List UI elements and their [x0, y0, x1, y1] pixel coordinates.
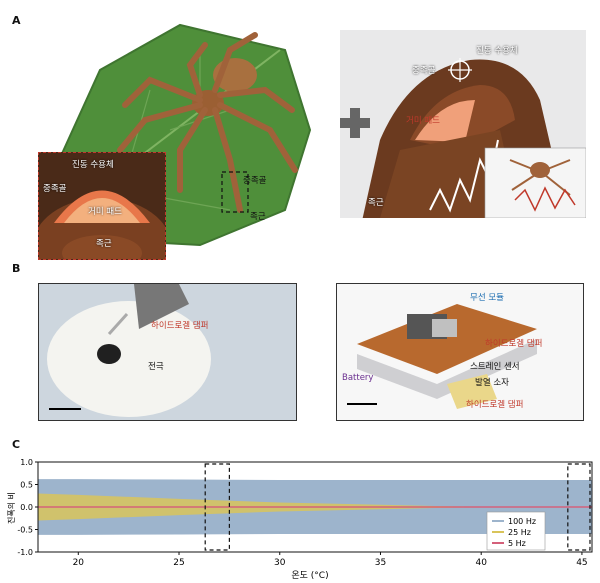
chart-xlabel: 온도 (°C)	[291, 570, 328, 581]
label-battery: Battery	[342, 373, 374, 383]
x-tick-label: 30	[274, 558, 286, 568]
x-tick-label: 40	[475, 558, 487, 568]
x-tick-label: 20	[73, 558, 85, 568]
y-tick-label: -0.5	[17, 526, 33, 535]
hydrogel-electrode-photo	[38, 283, 297, 421]
label-electrode: 전극	[148, 362, 164, 372]
label-tarsus-a3: 족근	[368, 198, 384, 208]
label-metatarsus-a1: 중족골	[243, 176, 267, 186]
y-tick-label: 0.0	[20, 503, 33, 512]
panel-letter-b: B	[12, 262, 21, 275]
label-heating-element: 발열 소자	[475, 378, 509, 388]
y-tick-label: 1.0	[20, 458, 33, 467]
amplitude-chart: 20 25 30 35 40 45 1.0 0.5 0.0 -0.5 -1.0 100 Hz 25 H…	[6, 458, 593, 581]
x-tick-label: 45	[576, 558, 587, 568]
highlight-box-1	[204, 463, 230, 551]
legend-label: 5 Hz	[508, 539, 526, 548]
series-area-5-hz	[38, 506, 592, 508]
label-hydrogel-damper-b3: 하이드로겔 댐퍼	[466, 400, 524, 410]
chart-legend: 100 Hz 25 Hz 5 Hz	[486, 511, 546, 551]
label-spider-pad-a2: 거미 패드	[406, 116, 440, 126]
label-metatarsus-a2: 중족골	[43, 184, 67, 194]
wireless-device-photo	[336, 283, 584, 421]
spider-on-leaf-illustration	[30, 10, 320, 250]
label-wireless-module: 무선 모듈	[470, 293, 504, 303]
pad-closeup-inset	[38, 152, 166, 260]
y-tick-label: 0.5	[20, 481, 33, 490]
label-spider-pad-a1: 거미 패드	[88, 207, 122, 217]
label-hydrogel-damper-b2: 하이드로겔 댐퍼	[485, 339, 543, 349]
label-hydrogel-damper-b1: 하이드로겔 댐퍼	[151, 321, 209, 331]
panel-letter-c: C	[12, 438, 21, 451]
label-tarsus-a1: 족근	[250, 212, 266, 222]
label-vibration-receptor-a2: 진동 수용체	[476, 46, 518, 56]
legend-label: 100 Hz	[508, 517, 536, 526]
y-tick-label: -1.0	[17, 548, 33, 557]
label-tarsus-a2: 족근	[96, 239, 112, 249]
panel-letter-a: A	[12, 14, 21, 27]
chart-ylabel: 진폭의 비	[6, 492, 16, 524]
highlight-box-2	[567, 463, 591, 551]
legend-label: 25 Hz	[508, 528, 531, 537]
x-tick-label: 35	[375, 558, 386, 568]
label-strain-sensor: 스트레인 센서	[470, 362, 520, 372]
finger-vibration-illustration	[340, 30, 586, 218]
label-vibration-receptor-a1: 진동 수용체	[72, 160, 114, 170]
x-tick-label: 25	[173, 558, 184, 568]
label-metatarsus-a3: 중족골	[412, 66, 436, 76]
